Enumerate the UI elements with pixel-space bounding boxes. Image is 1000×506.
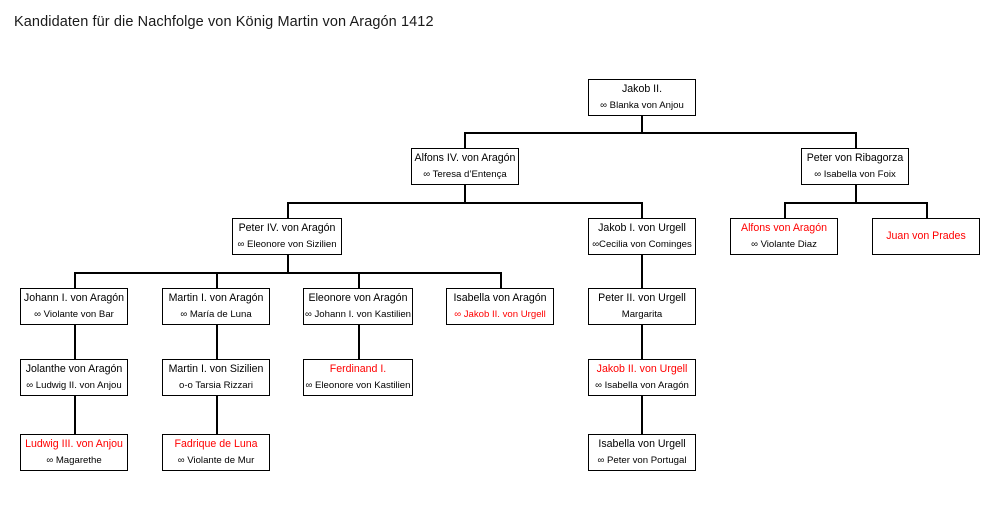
- person-name: Martin I. von Aragón: [168, 292, 264, 305]
- connector-line: [784, 202, 786, 218]
- person-spouse: ∞ Violante Diaz: [751, 238, 817, 250]
- person-node-juan_prades[interactable]: Juan von Prades: [872, 218, 980, 255]
- person-spouse: o-o Tarsia Rizzari: [179, 379, 253, 391]
- person-node-martin1_sizilien[interactable]: Martin I. von Sizilien o-o Tarsia Rizzari: [162, 359, 270, 396]
- connector-line: [641, 325, 643, 360]
- connector-line: [74, 272, 501, 274]
- connector-line: [641, 396, 643, 435]
- person-spouse: ∞ Eleonore von Kastilien: [305, 379, 411, 391]
- person-name: Peter IV. von Aragón: [238, 222, 336, 235]
- connector-line: [464, 132, 466, 148]
- person-name: Ludwig III. von Anjou: [25, 438, 123, 451]
- person-spouse: Margarita: [621, 308, 663, 320]
- person-node-ludwig3[interactable]: Ludwig III. von Anjou ∞ Magarethe: [20, 434, 128, 471]
- connector-line: [641, 202, 643, 218]
- connector-line: [74, 325, 76, 360]
- person-spouse: ∞ Isabella von Aragón: [595, 379, 689, 391]
- connector-line: [641, 116, 643, 133]
- person-name: Juan von Prades: [886, 229, 966, 242]
- person-name: Eleonore von Aragón: [308, 292, 408, 305]
- person-name: Jolanthe von Aragón: [25, 363, 123, 376]
- person-name: Fadrique de Luna: [174, 438, 258, 451]
- person-spouse: ∞ Violante von Bar: [34, 308, 114, 320]
- connector-line: [74, 396, 76, 435]
- person-name: Martin I. von Sizilien: [168, 363, 264, 376]
- person-spouse: ∞ Teresa d’Entença: [423, 168, 507, 180]
- connector-line: [464, 132, 855, 134]
- person-spouse: ∞ Blanka von Anjou: [600, 99, 684, 111]
- connector-line: [358, 272, 360, 289]
- person-spouse: ∞ Violante de Mur: [177, 454, 255, 466]
- person-name: Isabella von Aragón: [453, 292, 547, 305]
- connector-line: [74, 272, 76, 289]
- person-spouse: ∞ Eleonore von Sizilien: [237, 238, 337, 250]
- person-node-jakob2[interactable]: Jakob II. ∞ Blanka von Anjou: [588, 79, 696, 116]
- person-name: Ferdinand I.: [329, 363, 387, 376]
- connector-line: [358, 325, 360, 360]
- connector-line: [287, 202, 642, 204]
- person-node-ferdinand1[interactable]: Ferdinand I. ∞ Eleonore von Kastilien: [303, 359, 413, 396]
- person-node-alfons_aragon[interactable]: Alfons von Aragón ∞ Violante Diaz: [730, 218, 838, 255]
- person-spouse: ∞ Johann I. von Kastilien: [304, 308, 412, 320]
- person-node-peter_ribagorza[interactable]: Peter von Ribagorza ∞ Isabella von Foix: [801, 148, 909, 185]
- person-spouse: ∞ Ludwig II. von Anjou: [26, 379, 122, 391]
- page-title: Kandidaten für die Nachfolge von König M…: [14, 14, 434, 30]
- connector-line: [500, 272, 502, 289]
- connector-line: [287, 255, 289, 272]
- connector-line: [926, 202, 928, 218]
- person-node-eleonore_aragon[interactable]: Eleonore von Aragón ∞ Johann I. von Kasti…: [303, 288, 413, 325]
- person-name: Johann I. von Aragón: [23, 292, 125, 305]
- connector-line: [216, 272, 218, 289]
- connector-line: [641, 255, 643, 289]
- person-spouse: ∞ Isabella von Foix: [814, 168, 896, 180]
- connector-line: [784, 202, 927, 204]
- person-name: Alfons IV. von Aragón: [414, 152, 516, 165]
- person-node-jakob2_urgell[interactable]: Jakob II. von Urgell ∞ Isabella von Aragó…: [588, 359, 696, 396]
- person-spouse: ∞ Magarethe: [46, 454, 102, 466]
- person-name: Jakob II.: [621, 83, 663, 96]
- person-node-jolanthe[interactable]: Jolanthe von Aragón ∞ Ludwig II. von Anjo…: [20, 359, 128, 396]
- connector-line: [216, 396, 218, 435]
- connector-line: [464, 185, 466, 202]
- person-name: Alfons von Aragón: [741, 222, 827, 235]
- person-spouse: ∞ Jakob II. von Urgell: [454, 308, 546, 320]
- person-node-jakob1_urgell[interactable]: Jakob I. von Urgell ∞Cecilia von Cominges: [588, 218, 696, 255]
- connector-line: [855, 185, 857, 202]
- person-node-alfons4[interactable]: Alfons IV. von Aragón ∞ Teresa d’Entença: [411, 148, 519, 185]
- person-name: Isabella von Urgell: [598, 438, 686, 451]
- person-spouse: ∞ Peter von Portugal: [597, 454, 687, 466]
- connector-line: [287, 202, 289, 218]
- person-spouse: ∞Cecilia von Cominges: [592, 238, 692, 250]
- person-node-peter4[interactable]: Peter IV. von Aragón ∞ Eleonore von Sizil…: [232, 218, 342, 255]
- person-name: Peter von Ribagorza: [806, 152, 904, 165]
- connector-line: [855, 132, 857, 148]
- person-spouse: ∞ María de Luna: [180, 308, 252, 320]
- person-node-isabella_urgell[interactable]: Isabella von Urgell ∞ Peter von Portugal: [588, 434, 696, 471]
- person-node-fadrique[interactable]: Fadrique de Luna ∞ Violante de Mur: [162, 434, 270, 471]
- person-name: Jakob II. von Urgell: [596, 363, 688, 376]
- connector-line: [216, 325, 218, 360]
- person-name: Jakob I. von Urgell: [598, 222, 686, 235]
- person-node-johann1[interactable]: Johann I. von Aragón ∞ Violante von Bar: [20, 288, 128, 325]
- person-name: Peter II. von Urgell: [598, 292, 686, 305]
- person-node-isabella_aragon[interactable]: Isabella von Aragón ∞ Jakob II. von Urgel…: [446, 288, 554, 325]
- person-node-martin1_aragon[interactable]: Martin I. von Aragón ∞ María de Luna: [162, 288, 270, 325]
